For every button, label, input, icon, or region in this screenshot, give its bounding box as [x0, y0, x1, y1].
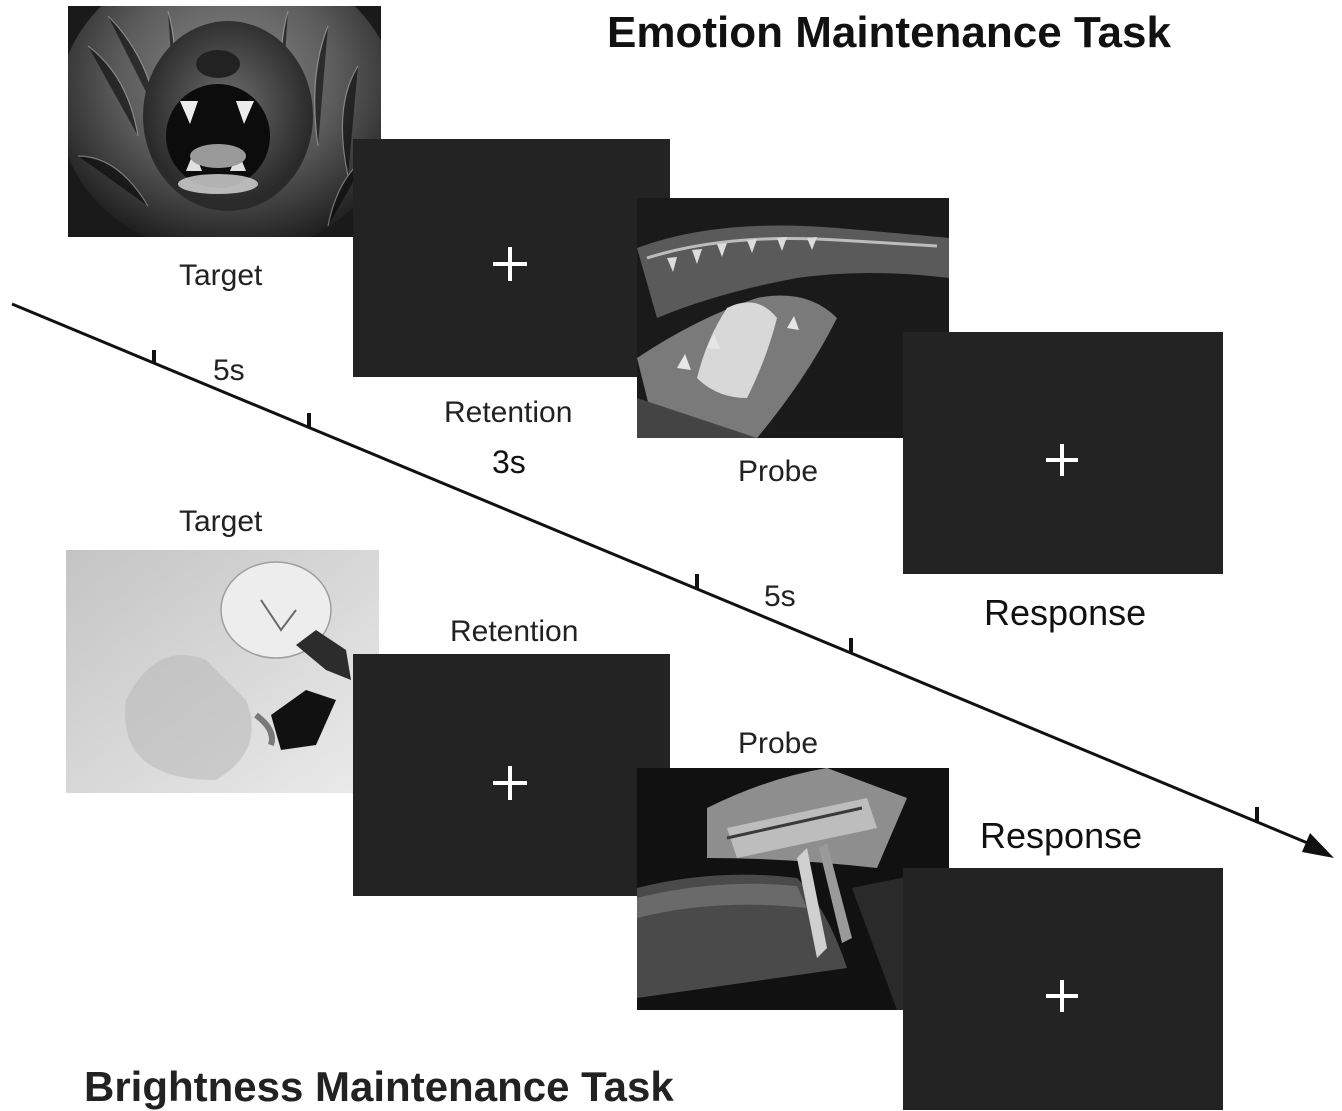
- timeline-line: [11, 302, 1311, 846]
- emotion-response-screen: [903, 332, 1223, 574]
- brightness-target-label: Target: [179, 505, 263, 538]
- emotion-target-label: Target: [179, 259, 263, 292]
- brightness-response-label: Response: [980, 815, 1143, 856]
- crocodile-probe-image: [637, 198, 949, 438]
- emotion-task-title: Emotion Maintenance Task: [607, 8, 1171, 57]
- fixation-cross-icon: [1046, 980, 1078, 1012]
- lion-target-image: [68, 6, 381, 237]
- arrowhead-icon: [1302, 833, 1334, 858]
- books-probe-image: [637, 768, 949, 1010]
- fixation-cross-icon: [1046, 444, 1078, 476]
- timeline-5s-label-1: 5s: [213, 354, 245, 387]
- brightness-probe-label: Probe: [738, 727, 819, 760]
- timeline-ticks: [152, 350, 1259, 821]
- emotion-response-label: Response: [984, 592, 1147, 633]
- brightness-response-screen: [903, 868, 1223, 1110]
- timeline-5s-label-2: 5s: [764, 580, 796, 613]
- brightness-retention-label: Retention: [450, 615, 579, 648]
- brightness-task-title: Brightness Maintenance Task: [84, 1063, 674, 1110]
- light-bulb-target-image: [66, 550, 379, 793]
- fixation-cross-icon: [493, 766, 527, 800]
- emotion-retention-label: Retention: [444, 396, 573, 429]
- brightness-retention-screen: [353, 654, 670, 896]
- retention-duration-label: 3s: [492, 444, 526, 480]
- emotion-retention-screen: [353, 139, 670, 377]
- fixation-cross-icon: [493, 247, 527, 281]
- emotion-probe-label: Probe: [738, 455, 819, 488]
